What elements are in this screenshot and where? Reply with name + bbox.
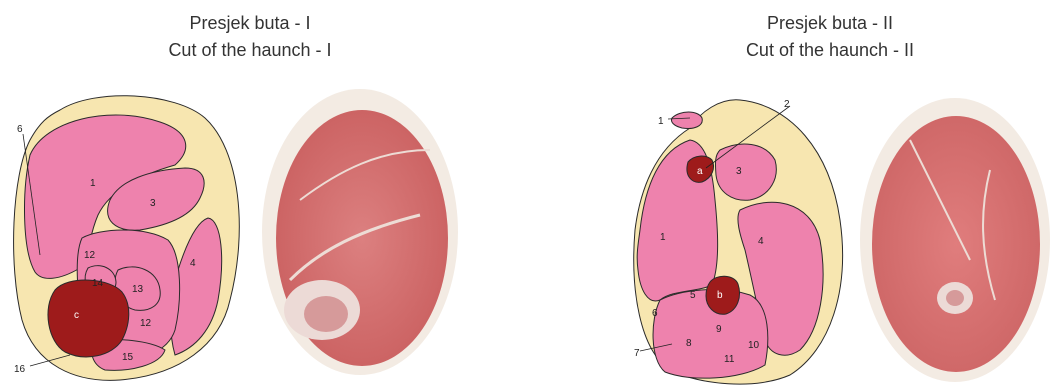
diagram-2-label-7: 7 — [634, 348, 640, 359]
diagram-2-label-1: 1 — [660, 232, 666, 243]
diagram-1-label-12b: 12 — [140, 318, 152, 329]
diagram-1-label-15: 15 — [122, 352, 134, 363]
photo-1 — [262, 89, 458, 375]
diagram-2-label-1b: 1 — [658, 116, 664, 127]
diagram-2-label-2: 2 — [784, 99, 790, 110]
diagram-1-label-12a: 12 — [84, 250, 96, 261]
photo-2-bone-center — [946, 290, 964, 306]
diagram-2-label-3: 3 — [736, 166, 742, 177]
diagram-2-label-b: b — [717, 290, 723, 301]
diagram-2-label-a: a — [697, 166, 703, 177]
diagram-2-label-8: 8 — [686, 338, 692, 349]
diagram-1-label-6: 6 — [17, 124, 23, 135]
diagram-1-label-1: 1 — [90, 178, 96, 189]
diagram-1-label-14: 14 — [92, 278, 104, 289]
diagram-1-label-c: c — [74, 310, 79, 321]
diagram-1-label-16: 16 — [14, 364, 26, 375]
diagram-2: 1 2 3 1 4 5 6 7 8 9 10 11 a b — [634, 99, 843, 384]
diagram-1-label-4: 4 — [190, 258, 196, 269]
diagram-1: 1 3 4 6 12 12 13 14 15 16 c — [14, 96, 240, 381]
diagram-1-bone-c — [48, 280, 129, 357]
diagram-2-bone-b — [706, 276, 740, 314]
photo-2-meat — [872, 116, 1040, 372]
diagram-2-muscle-3 — [715, 144, 776, 200]
diagram-2-muscle-1b — [671, 112, 702, 129]
diagram-2-label-9: 9 — [716, 324, 722, 335]
photo-1-bone-center — [304, 296, 348, 332]
diagram-2-label-6: 6 — [652, 308, 658, 319]
diagram-1-label-3: 3 — [150, 198, 156, 209]
diagram-2-label-11: 11 — [724, 354, 735, 365]
diagram-1-label-13: 13 — [132, 284, 144, 295]
diagram-2-label-10: 10 — [748, 340, 760, 351]
diagram-2-label-5: 5 — [690, 290, 696, 301]
diagram-2-label-4: 4 — [758, 236, 764, 247]
photo-2 — [860, 98, 1050, 382]
